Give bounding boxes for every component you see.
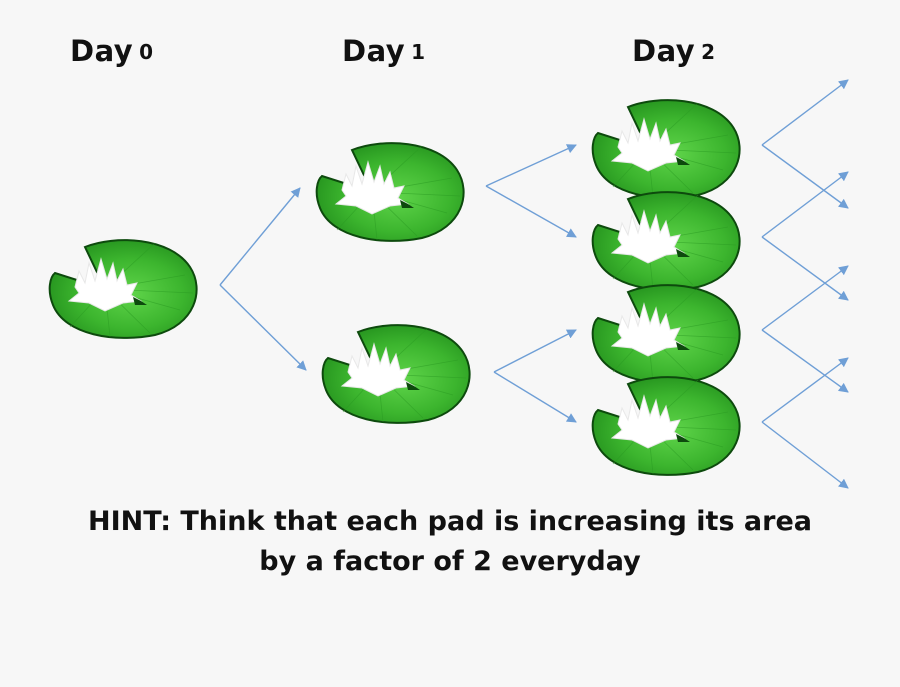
- arrow: [761, 421, 849, 489]
- arrow: [761, 171, 849, 238]
- arrow: [761, 265, 849, 331]
- hint-text: HINT: Think that each pad is increasing …: [0, 502, 900, 582]
- arrow: [485, 144, 577, 187]
- hint-line-1: HINT: Think that each pad is increasing …: [88, 506, 812, 537]
- hint-line-2: by a factor of 2 everyday: [259, 546, 641, 577]
- arrow: [219, 284, 307, 371]
- arrow: [493, 371, 577, 423]
- arrow: [485, 185, 577, 238]
- day-number: 0: [139, 40, 154, 64]
- arrow: [493, 329, 577, 373]
- arrow: [761, 329, 849, 393]
- lily-pad-day1-a: [315, 142, 465, 242]
- lily-pad-day1-b: [321, 324, 471, 424]
- arrow: [761, 79, 849, 146]
- lily-pad-day2-b: [591, 191, 741, 291]
- arrow: [219, 187, 301, 286]
- arrow: [761, 236, 849, 301]
- arrow: [761, 357, 849, 423]
- day-word: Day: [342, 34, 406, 68]
- day-number: 1: [411, 40, 426, 64]
- day-number: 2: [701, 40, 716, 64]
- day-word: Day: [632, 34, 696, 68]
- lily-pad-day2-c: [591, 284, 741, 384]
- arrow: [761, 144, 849, 209]
- lily-pad-day2-a: [591, 99, 741, 199]
- lily-pad-day2-d: [591, 376, 741, 476]
- day-word: Day: [70, 34, 134, 68]
- lily-pad-day0: [48, 239, 198, 339]
